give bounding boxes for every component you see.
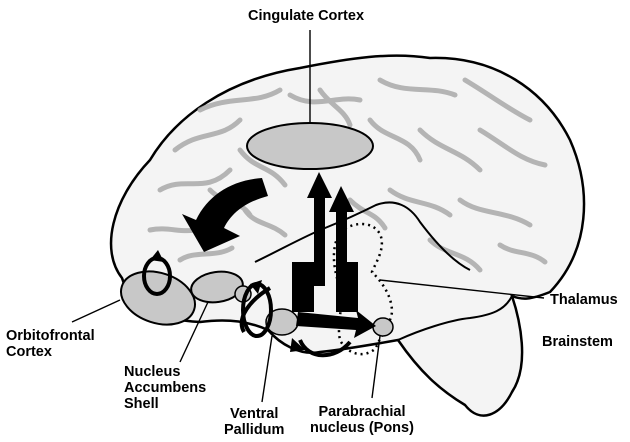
label-accumbens-line3: Shell [124,396,206,412]
label-pallidum-line1: Ventral [224,406,284,422]
label-thalamus: Thalamus [550,292,618,308]
label-accumbens-line2: Accumbens [124,380,206,396]
label-brainstem: Brainstem [542,334,613,350]
label-parabrachial-nucleus: Parabrachial nucleus (Pons) [310,404,414,436]
label-orbitofrontal-line1: Orbitofrontal [6,328,95,344]
label-orbitofrontal-cortex: Orbitofrontal Cortex [6,328,95,360]
label-parabrachial-line2: nucleus (Pons) [310,420,414,436]
label-ventral-pallidum: Ventral Pallidum [224,406,284,438]
label-nucleus-accumbens-shell: Nucleus Accumbens Shell [124,364,206,412]
label-orbitofrontal-line2: Cortex [6,344,95,360]
label-cingulate-cortex: Cingulate Cortex [248,8,364,24]
label-pallidum-line2: Pallidum [224,422,284,438]
label-parabrachial-line1: Parabrachial [310,404,414,420]
cingulate-cortex-region [247,123,373,169]
parabrachial-region [373,318,393,336]
label-accumbens-line1: Nucleus [124,364,206,380]
